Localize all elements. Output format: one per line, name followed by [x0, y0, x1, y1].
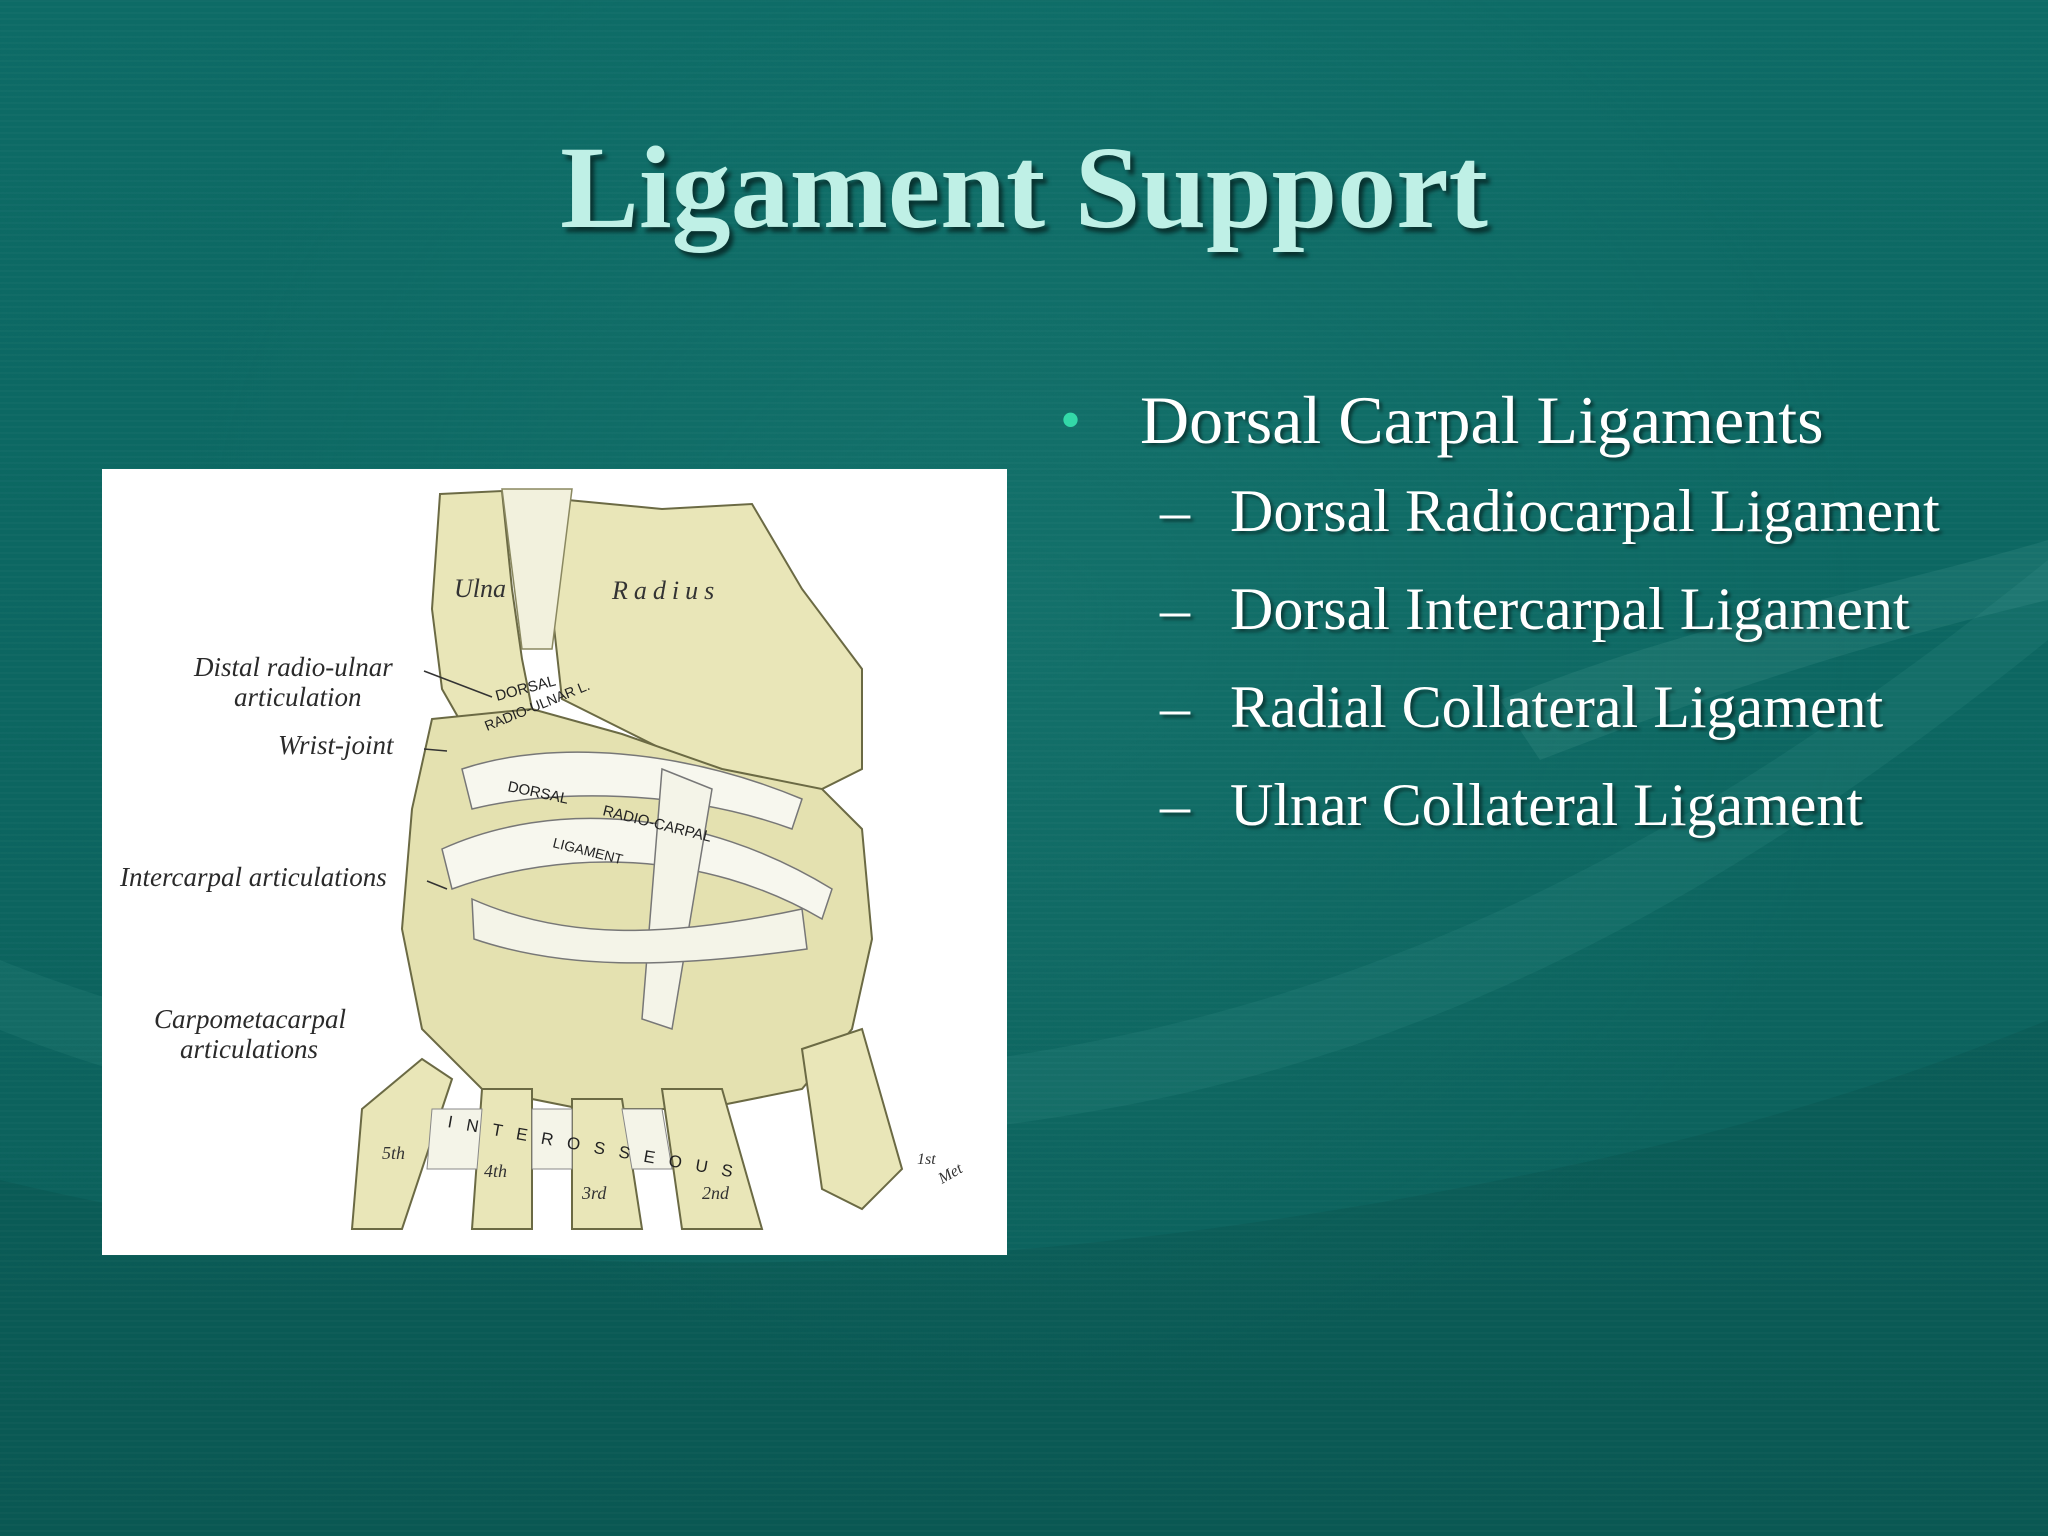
label-radius: Radius [611, 576, 720, 605]
label-carpometacarpal: Carpometacarpal [154, 1004, 346, 1034]
sub-bullet-item: – Ulnar Collateral Ligament [1060, 764, 2048, 846]
label-meta: Met [935, 1160, 966, 1188]
bullet-dot-icon: • [1060, 387, 1082, 453]
label-first: 1st [917, 1151, 936, 1168]
label-intercarpal: Intercarpal articulations [120, 862, 387, 892]
label-distal-radio-ulnar: Distal radio-ulnar [194, 652, 393, 682]
label-articulation: articulation [234, 682, 362, 712]
sub-bullet-text: Dorsal Intercarpal Ligament [1230, 576, 1910, 642]
dash-icon: – [1160, 772, 1190, 838]
sub-bullet-item: – Dorsal Intercarpal Ligament [1060, 568, 1990, 650]
wrist-ligament-illustration: DORSAL RADIO-ULNAR L. DORSAL RADIO-CARPA… [102, 469, 1007, 1255]
hand-drawing: DORSAL RADIO-ULNAR L. DORSAL RADIO-CARPA… [350, 488, 966, 1230]
label-fifth: 5th [382, 1143, 405, 1163]
label-second: 2nd [702, 1183, 730, 1203]
sub-bullet-text: Dorsal Radiocarpal Ligament [1230, 478, 1940, 544]
dash-icon: – [1160, 576, 1190, 642]
bullet-text: Dorsal Carpal Ligaments [1140, 382, 1824, 458]
sub-bullet-text: Ulnar Collateral Ligament [1230, 772, 1864, 838]
dash-icon: – [1160, 478, 1190, 544]
label-ulna: Ulna [454, 574, 506, 603]
bullet-list: • Dorsal Carpal Ligaments – Dorsal Radio… [1060, 378, 2020, 862]
sub-bullet-item: – Radial Collateral Ligament [1060, 666, 1990, 748]
bullet-item: • Dorsal Carpal Ligaments [1060, 378, 2020, 462]
slide-title: Ligament Support [560, 122, 1488, 253]
label-fourth: 4th [484, 1161, 507, 1181]
sub-bullet-text: Radial Collateral Ligament [1230, 674, 1884, 740]
dash-icon: – [1160, 674, 1190, 740]
label-wrist-joint: Wrist-joint [278, 730, 394, 760]
sub-bullet-item: – Dorsal Radiocarpal Ligament [1060, 470, 1990, 552]
label-third: 3rd [581, 1183, 607, 1203]
label-articulations: articulations [180, 1034, 319, 1064]
